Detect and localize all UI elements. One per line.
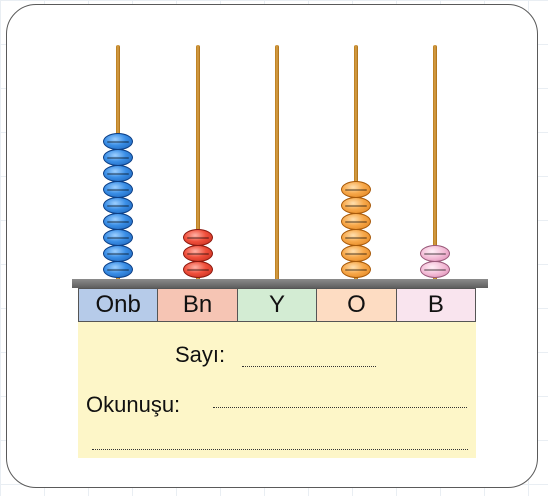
bead-bn [183, 229, 213, 246]
bead-onb [103, 229, 133, 246]
bead-bn [183, 245, 213, 262]
bead-onb [103, 165, 133, 182]
bead-b [420, 261, 450, 278]
place-value-labels: Onb Bn Y O B [78, 288, 476, 322]
rod-bn [196, 45, 200, 281]
bead-onb [103, 181, 133, 198]
abacus-base [72, 279, 488, 288]
bead-o [341, 197, 371, 214]
bead-o [341, 229, 371, 246]
bead-onb [103, 213, 133, 230]
bead-b [420, 245, 450, 262]
rod-y [275, 45, 279, 281]
okunusu-label: Okunuşu: [86, 392, 181, 417]
bead-bn [183, 261, 213, 278]
okunusu-blank[interactable] [213, 407, 467, 408]
rod-b [433, 45, 437, 281]
label-o: O [317, 289, 397, 321]
bead-o [341, 261, 371, 278]
answer-box: Sayı: Okunuşu: [78, 322, 476, 458]
sayi-label: Sayı: [175, 342, 226, 367]
label-b: B [396, 289, 476, 321]
bead-onb [103, 245, 133, 262]
bead-onb [103, 133, 133, 150]
bead-o [341, 213, 371, 230]
label-onb: Onb [79, 289, 159, 321]
bead-onb [103, 261, 133, 278]
label-y: Y [237, 289, 318, 321]
bead-onb [103, 149, 133, 166]
okunusu-blank-2[interactable] [92, 449, 468, 450]
rod-o [354, 45, 358, 281]
sayi-blank[interactable] [242, 366, 376, 367]
bead-onb [103, 197, 133, 214]
label-bn: Bn [158, 289, 238, 321]
bead-o [341, 245, 371, 262]
bead-o [341, 181, 371, 198]
